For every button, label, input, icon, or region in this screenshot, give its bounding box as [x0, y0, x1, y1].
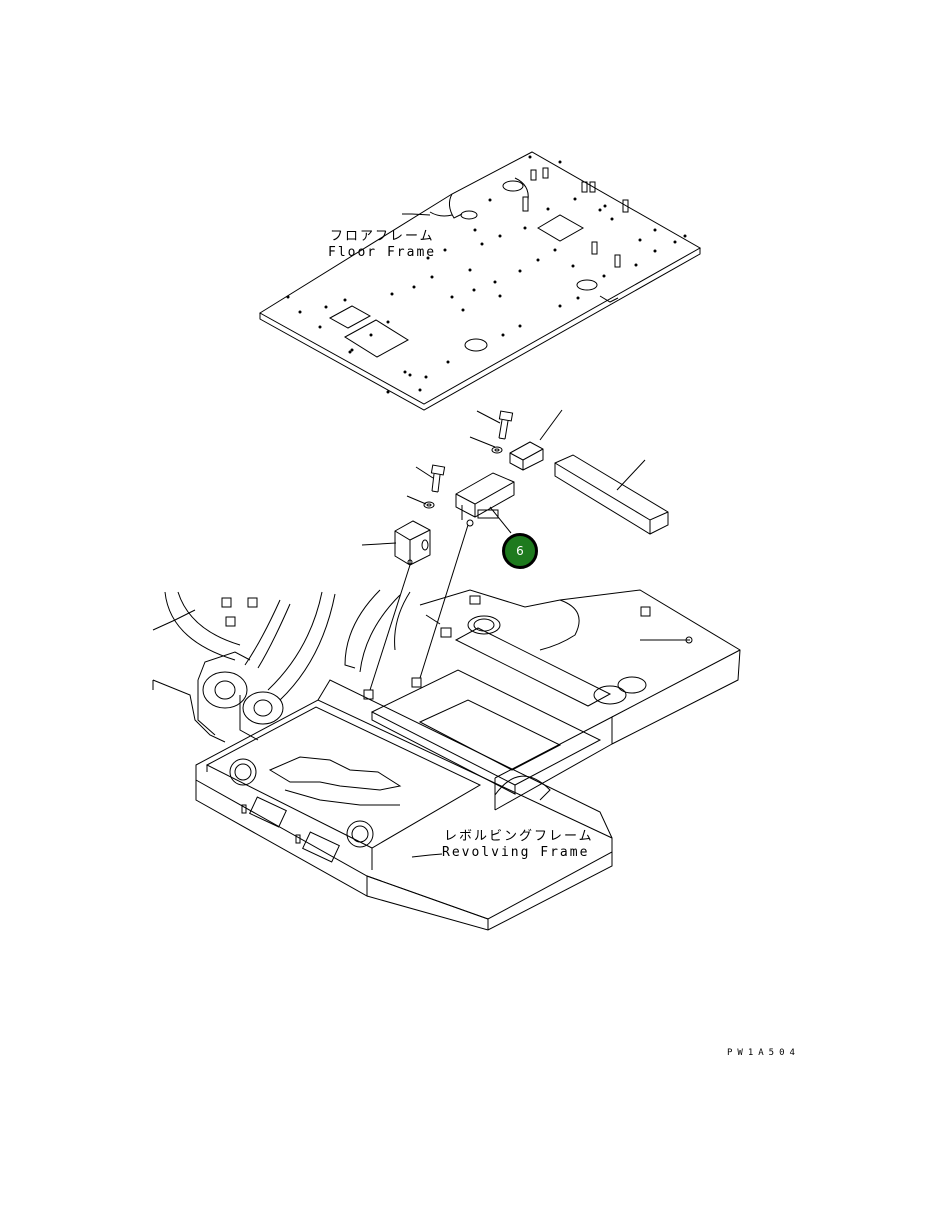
floor-hole	[558, 304, 562, 308]
floor-hole	[286, 295, 290, 299]
floor-hole	[528, 155, 532, 159]
floor-hole	[573, 197, 577, 201]
floor-hole	[603, 204, 607, 208]
floor-hole	[426, 256, 430, 260]
floor-hole	[369, 333, 373, 337]
floor-frame-holes	[286, 155, 687, 394]
floor-hole	[553, 248, 557, 252]
floor-hole	[343, 298, 347, 302]
floor-hole	[472, 288, 476, 292]
floor-hole	[518, 324, 522, 328]
floor-hole	[350, 348, 354, 352]
floor-hole	[473, 228, 477, 232]
floor-hole	[653, 228, 657, 232]
floor-hole	[424, 375, 428, 379]
floor-hole	[683, 234, 687, 238]
floor-hole	[501, 333, 505, 337]
floor-hole	[518, 269, 522, 273]
floor-frame-plate	[259, 151, 702, 411]
revolving-frame	[152, 589, 741, 931]
floor-hole	[498, 234, 502, 238]
floor-hole	[493, 280, 497, 284]
part-callout-6[interactable]: 6	[502, 533, 538, 569]
revolving-frame-label-en: Revolving Frame	[442, 845, 590, 860]
floor-hole	[298, 310, 302, 314]
left-bracket	[394, 520, 431, 566]
floor-hole	[408, 373, 412, 377]
floor-hole	[598, 208, 602, 212]
floor-hole	[536, 258, 540, 262]
floor-hole	[523, 226, 527, 230]
floor-hole	[390, 292, 394, 296]
floor-hole	[610, 217, 614, 221]
floor-hole	[430, 275, 434, 279]
floor-hole	[498, 294, 502, 298]
floor-hole	[634, 263, 638, 267]
floor-hole	[348, 350, 352, 354]
floor-hole	[488, 198, 492, 202]
right-bracket	[455, 472, 515, 527]
floor-hole	[403, 370, 407, 374]
drawing-code: PW1A504	[727, 1048, 800, 1058]
floor-frame-label-en: Floor Frame	[328, 245, 437, 260]
lower-bolt	[430, 464, 446, 493]
part-callout-number: 6	[516, 544, 524, 558]
leader-lines	[361, 213, 646, 858]
floor-hole	[324, 305, 328, 309]
floor-hole	[576, 296, 580, 300]
revolving-frame-label-jp: レボルビングフレーム	[444, 829, 594, 844]
lower-washer	[423, 501, 435, 509]
floor-hole	[558, 160, 562, 164]
floor-hole	[443, 248, 447, 252]
floor-frame-label-jp: フロアフレーム	[330, 229, 435, 244]
floor-hole	[602, 274, 606, 278]
floor-hole	[412, 285, 416, 289]
floor-hole	[461, 308, 465, 312]
floor-hole	[653, 249, 657, 253]
floor-hole	[480, 242, 484, 246]
floor-hole	[450, 295, 454, 299]
long-bar	[554, 454, 669, 535]
upper-washer	[491, 446, 503, 454]
floor-hole	[673, 240, 677, 244]
floor-hole	[418, 388, 422, 392]
floor-hole	[546, 207, 550, 211]
floor-hole	[468, 268, 472, 272]
floor-hole	[638, 238, 642, 242]
floor-hole	[318, 325, 322, 329]
small-block	[509, 441, 544, 471]
floor-hole	[571, 264, 575, 268]
floor-hole	[386, 390, 390, 394]
upper-bolt	[498, 410, 514, 440]
floor-hole	[386, 320, 390, 324]
floor-hole	[446, 360, 450, 364]
